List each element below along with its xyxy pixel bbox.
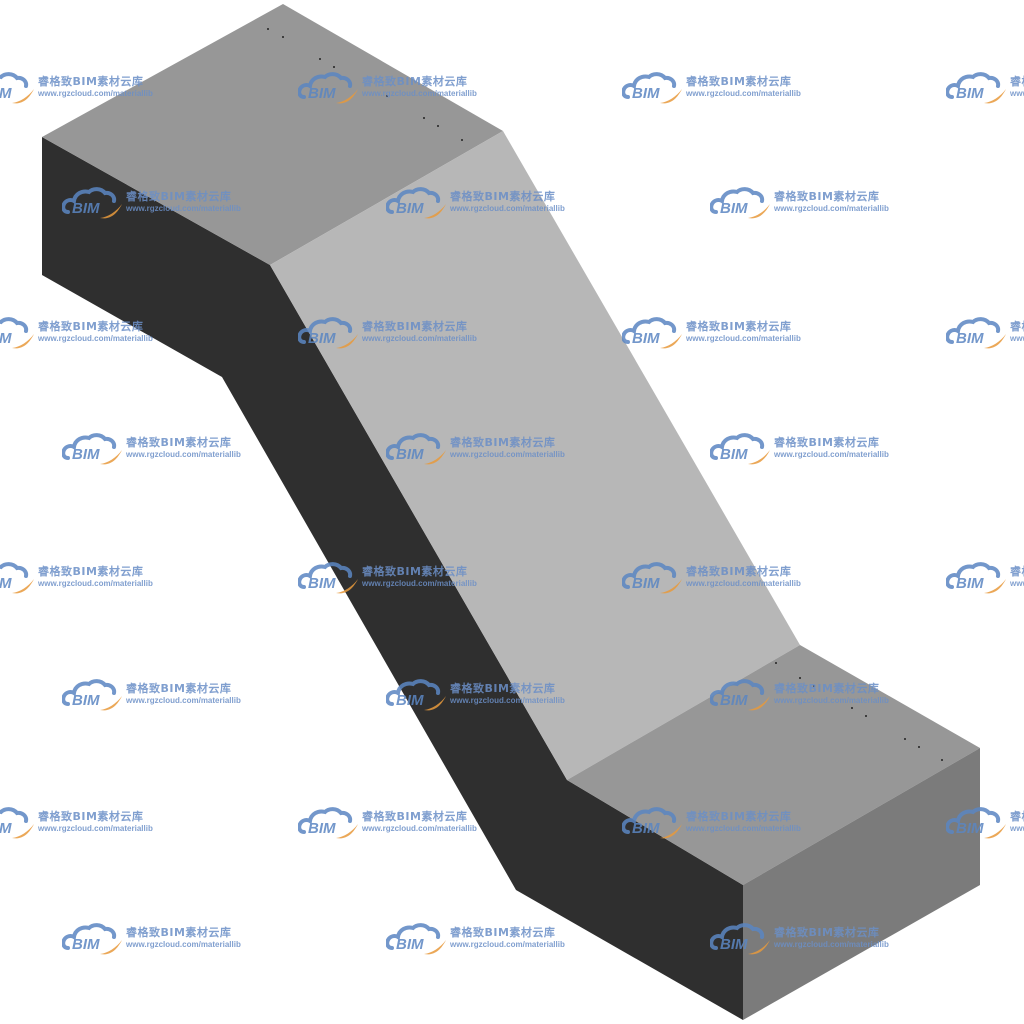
model-side-face <box>42 137 743 1020</box>
model-end-face <box>743 748 980 1020</box>
surface-dots <box>267 28 943 761</box>
model-slope-face <box>270 131 800 780</box>
model-upper-top-face <box>42 4 503 265</box>
